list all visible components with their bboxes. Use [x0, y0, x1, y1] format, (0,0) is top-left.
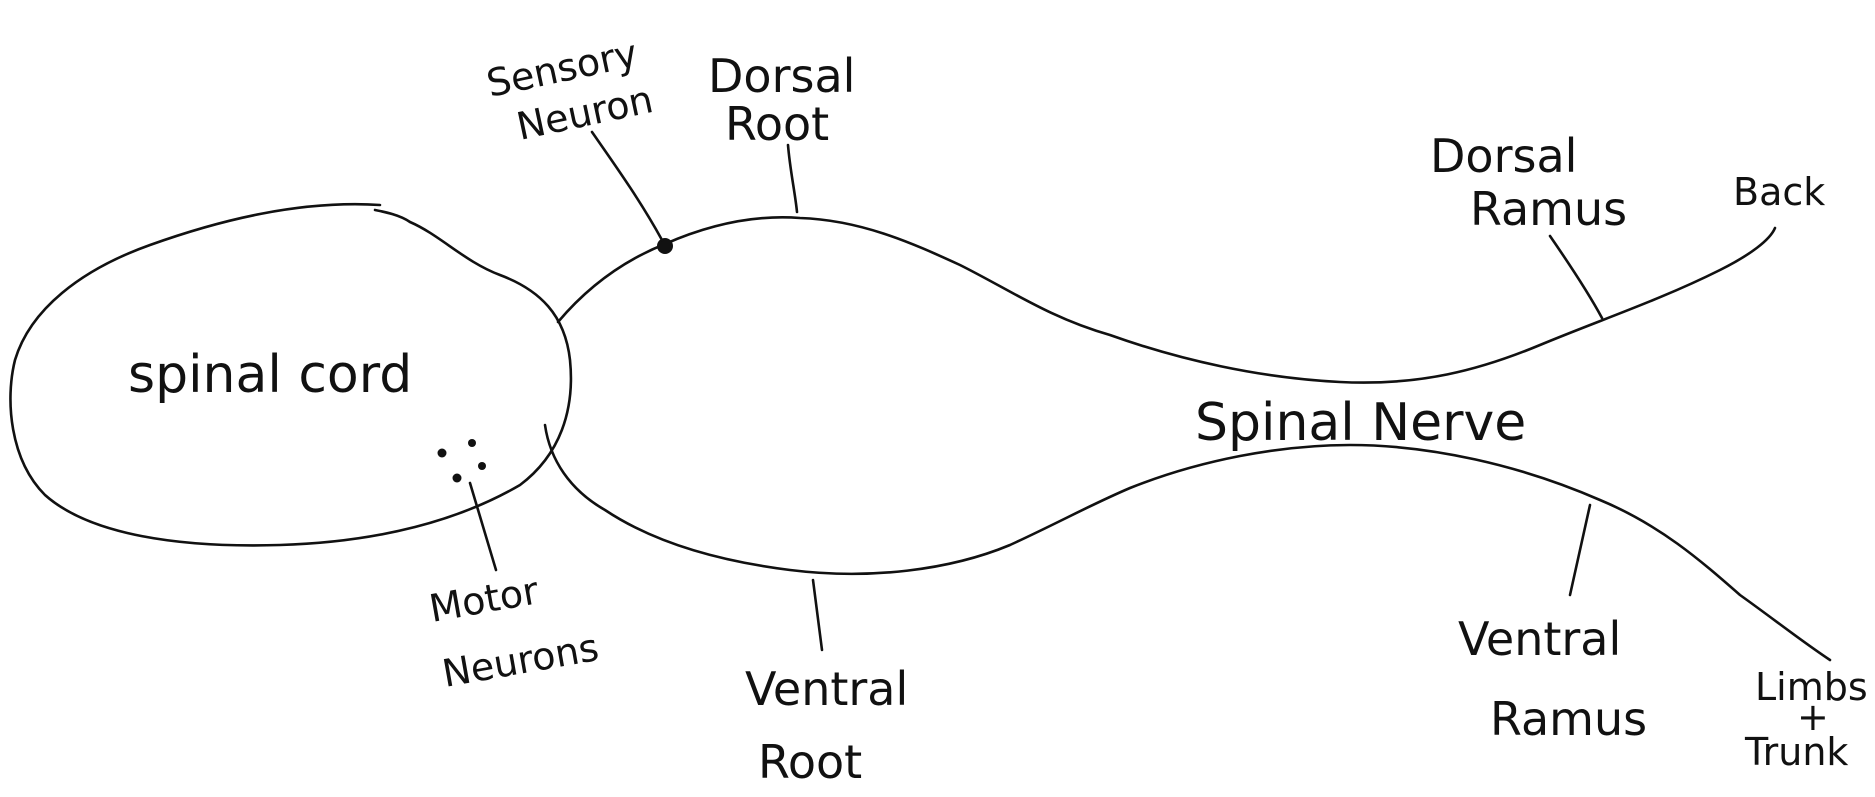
limbs-trunk-label-line2: + [1797, 695, 1829, 739]
dorsal-ramus-label-line1: Dorsal [1430, 129, 1577, 183]
dorsal-root-label-line2: Root [725, 97, 829, 151]
dorsal-root-line [556, 216, 1777, 384]
ventral-root-label-line1: Ventral [745, 662, 908, 716]
dorsal-root-leader [786, 143, 799, 214]
motor-neuron-dot [478, 462, 486, 470]
back-label: Back [1733, 170, 1825, 214]
dorsal-ramus-label-line2: Ramus [1470, 182, 1627, 236]
limbs-trunk-label-line1: Limbs [1755, 665, 1868, 709]
sensory-neuron-leader [590, 130, 664, 242]
dorsal-ramus-leader [1548, 234, 1604, 320]
ventral-ramus-leader [1568, 503, 1592, 597]
spinal-cord-label: spinal cord [128, 345, 412, 405]
ventral-root-line [543, 423, 1832, 662]
limbs-trunk-label-line3: Trunk [1744, 730, 1848, 774]
dorsal-root-label-line1: Dorsal [708, 49, 855, 103]
motor-neuron-dot [468, 439, 476, 447]
motor-neurons-leader [468, 481, 498, 572]
motor-neurons-label-line1: Motor [426, 568, 542, 630]
motor-neuron-dot [452, 473, 462, 483]
ventral-ramus-label-line1: Ventral [1458, 612, 1621, 666]
motor-neuron-dot [437, 448, 447, 458]
ventral-root-leader [811, 578, 824, 652]
sensory-neuron-cell-body [657, 238, 673, 254]
ventral-root-label-line2: Root [758, 735, 862, 789]
spinal-nerve-label: Spinal Nerve [1195, 393, 1526, 453]
motor-neurons-label-line2: Neurons [439, 625, 602, 696]
ventral-ramus-label-line2: Ramus [1490, 692, 1647, 746]
spinal-cord-outline [9, 202, 573, 547]
